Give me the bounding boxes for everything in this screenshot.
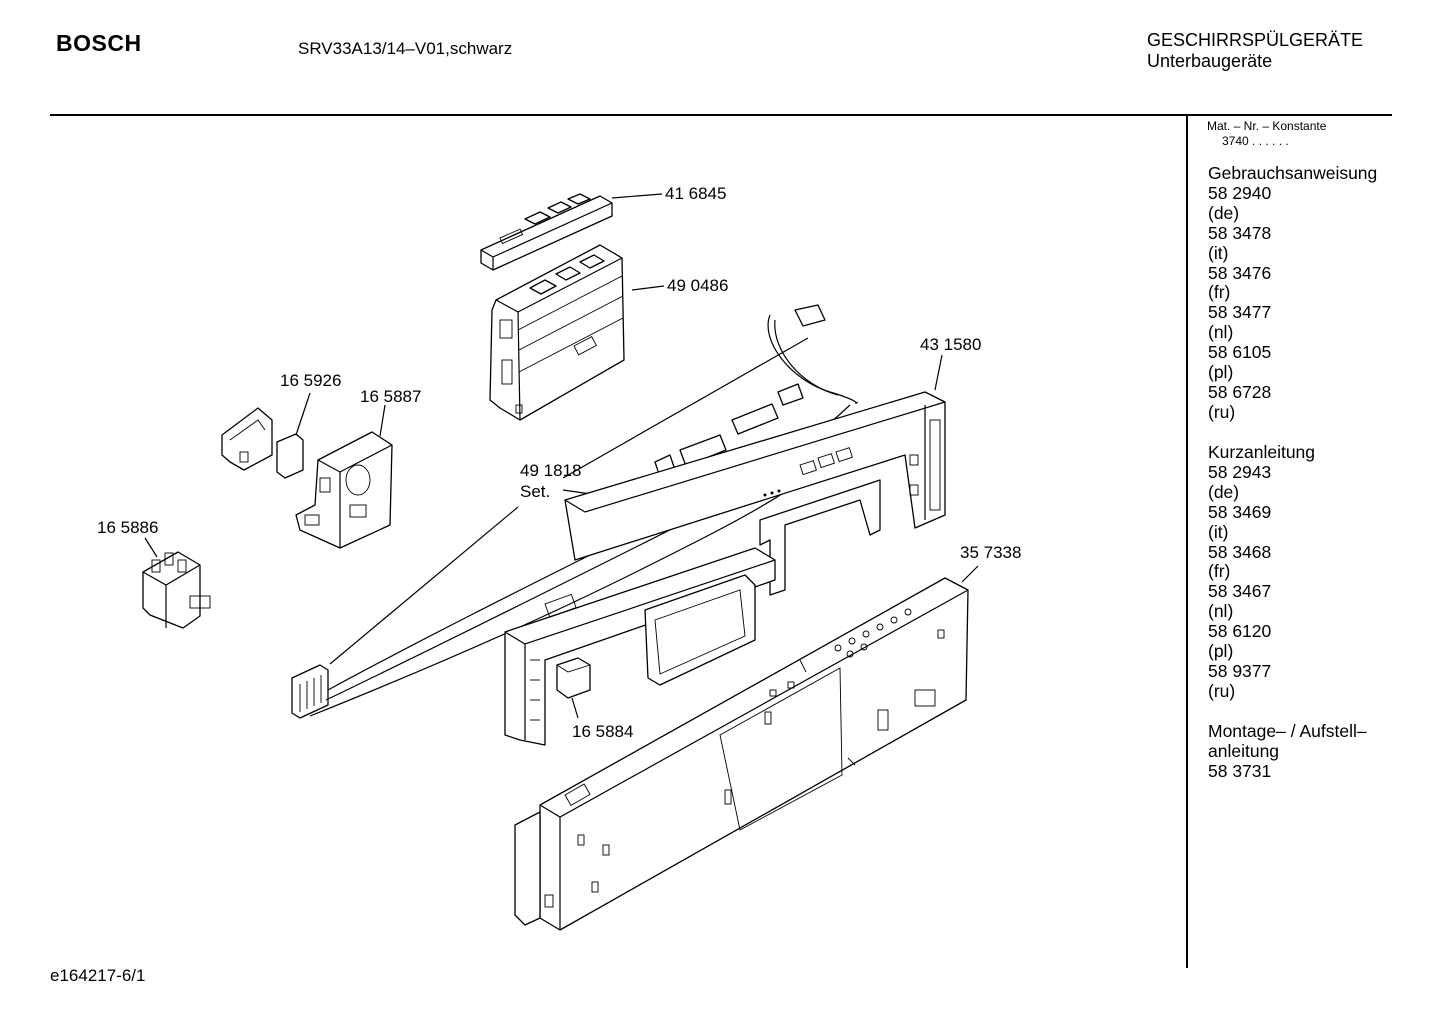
doc-lang: (pl) (1208, 362, 1234, 383)
exploded-parts-diagram: 41 6845 49 0486 (97, 184, 1021, 931)
leader-line (295, 392, 311, 436)
sidebar-divider (1186, 116, 1188, 968)
doc-number: 58 3468 (1208, 541, 1272, 562)
sidebar-section-kurzanleitung: Kurzanleitung 58 2943 (de) 58 3469 (it) … (1208, 442, 1316, 702)
doc-lang: (pl) (1208, 641, 1234, 662)
doc-lang: (de) (1208, 481, 1240, 502)
doc-number: 58 3731 (1208, 760, 1272, 781)
doc-number: 58 3476 (1208, 262, 1272, 283)
part-label-491818: 49 1818 (520, 461, 581, 480)
doc-number: 58 9377 (1208, 660, 1272, 681)
leader-line (961, 565, 979, 583)
leader-line (329, 506, 519, 665)
doc-number: 58 3477 (1208, 302, 1272, 323)
section-title-cont: anleitung (1208, 740, 1280, 761)
model-number: SRV33A13/14–V01,schwarz (298, 39, 513, 58)
part-label-165887: 16 5887 (360, 387, 421, 406)
doc-number: 58 6120 (1208, 621, 1272, 642)
doc-lang: (fr) (1208, 561, 1231, 582)
part-label-490486: 49 0486 (667, 276, 728, 295)
doc-number: 58 2940 (1208, 182, 1272, 203)
section-title: Kurzanleitung (1208, 442, 1316, 462)
part-357338[interactable] (514, 577, 969, 931)
leader-line (379, 404, 386, 437)
doc-lang: (ru) (1208, 680, 1236, 701)
brand-logo: BOSCH (56, 30, 142, 56)
leader-line (631, 285, 665, 291)
part-416845[interactable] (480, 193, 613, 271)
doc-number: 58 3467 (1208, 581, 1272, 602)
part-label-416845: 41 6845 (665, 184, 726, 203)
section-title: Montage– / Aufstell– (1208, 721, 1367, 741)
doc-lang: (nl) (1208, 322, 1234, 343)
subcategory-title: Unterbaugeräte (1147, 51, 1273, 71)
part-label-165926: 16 5926 (280, 371, 341, 390)
part-165886[interactable] (142, 551, 211, 629)
header-divider (50, 114, 1392, 116)
konstante-value: 3740 . . . . . . (1222, 134, 1289, 148)
doc-lang: (it) (1208, 521, 1229, 542)
doc-number: 58 3478 (1208, 222, 1272, 243)
doc-number: 58 3469 (1208, 501, 1272, 522)
sidebar-section-gebrauchsanweisung: Gebrauchsanweisung 58 2940 (de) 58 3478 … (1208, 163, 1378, 423)
leader-line (562, 337, 809, 479)
category-title: GESCHIRRSPÜLGERÄTE (1147, 30, 1364, 50)
doc-lang: (it) (1208, 242, 1229, 263)
part-165884[interactable] (504, 547, 776, 746)
leader-line (571, 697, 579, 719)
doc-lang: (fr) (1208, 282, 1231, 303)
doc-lang: (nl) (1208, 601, 1234, 622)
leader-line (934, 354, 943, 391)
part-490486[interactable] (489, 244, 625, 421)
part-431580[interactable] (564, 391, 946, 596)
doc-number: 58 6105 (1208, 342, 1272, 363)
doc-lang: (ru) (1208, 401, 1236, 422)
doc-number: 58 2943 (1208, 461, 1272, 482)
part-165887[interactable] (295, 431, 393, 549)
leader-line (611, 193, 663, 199)
part-label-357338: 35 7338 (960, 543, 1021, 562)
part-label-165886: 16 5886 (97, 518, 158, 537)
leader-line (144, 537, 158, 558)
doc-lang: (de) (1208, 202, 1240, 223)
drawing-id: e164217-6/1 (50, 966, 146, 985)
doc-number: 58 6728 (1208, 381, 1272, 402)
sidebar-section-montage: Montage– / Aufstell– anleitung 58 3731 (1208, 721, 1367, 782)
section-title: Gebrauchsanweisung (1208, 163, 1378, 183)
mat-nr-label: Mat. – Nr. – Konstante (1207, 119, 1327, 133)
part-label-set: Set. (520, 482, 550, 501)
part-165926[interactable] (221, 407, 304, 479)
part-label-431580: 43 1580 (920, 335, 981, 354)
part-label-165884: 16 5884 (572, 722, 633, 741)
